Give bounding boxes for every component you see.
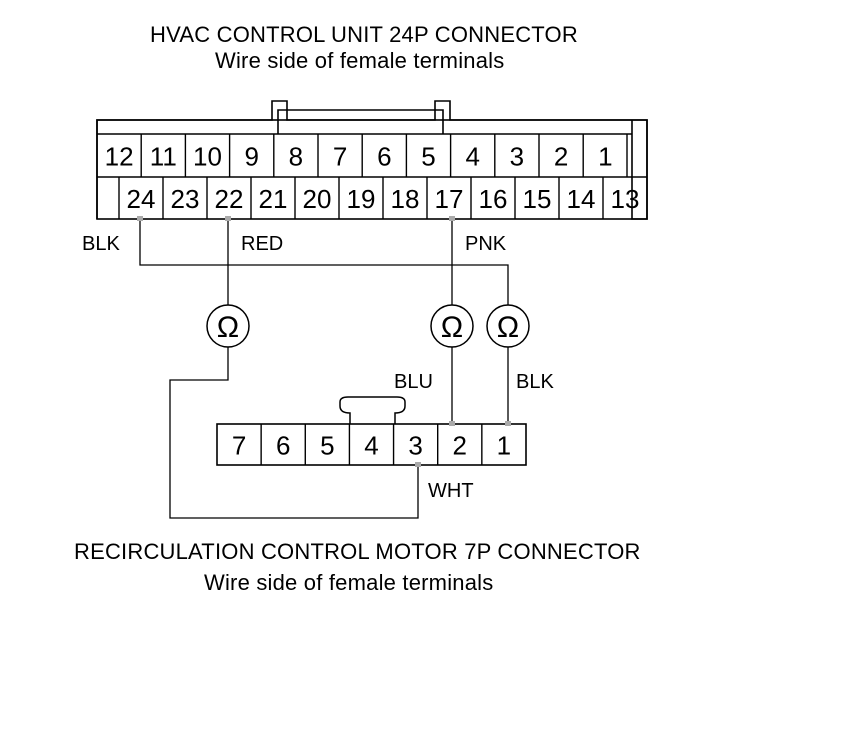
hvac-connector-title: HVAC CONTROL UNIT 24P CONNECTOR: [150, 22, 578, 47]
hvac-bottom-terminal-22: 22: [215, 184, 244, 214]
motor-terminal-7: 7: [232, 431, 246, 461]
hvac-top-terminal-7: 7: [333, 142, 347, 172]
contact-motor-1: [505, 421, 511, 426]
hvac-top-terminal-2: 2: [554, 142, 568, 172]
label-pnk-17: PNK: [465, 233, 507, 255]
hvac-bottom-terminal-18: 18: [391, 184, 420, 214]
ohm-symbol-2: Ω: [441, 311, 463, 344]
hvac-top-terminal-3: 3: [510, 142, 524, 172]
hvac-connector-frame: [96, 119, 648, 220]
contact-hvac-17: [449, 216, 455, 221]
ohmmeter-2: Ω: [430, 304, 474, 348]
label-blk-24: BLK: [82, 233, 120, 255]
contact-hvac-24: [137, 216, 143, 221]
hvac-top-terminal-11: 11: [150, 142, 177, 172]
label-wht-motor3: WHT: [428, 480, 474, 502]
hvac-bottom-terminal-13: 13: [611, 184, 640, 214]
hvac-bottom-terminal-19: 19: [347, 184, 376, 214]
hvac-connector-subtitle: Wire side of female terminals: [215, 48, 505, 73]
hvac-bottom-terminal-20: 20: [303, 184, 332, 214]
hvac-bottom-terminal-15: 15: [523, 184, 552, 214]
label-red-22: RED: [241, 233, 283, 255]
motor-terminal-6: 6: [276, 431, 290, 461]
label-blu-motor2: BLU: [394, 371, 433, 393]
motor-terminal-4: 4: [364, 431, 378, 461]
motor-connector-frame: [216, 423, 527, 466]
hvac-bottom-terminal-21: 21: [259, 184, 288, 214]
motor-terminal-2: 2: [453, 431, 467, 461]
ohm-symbol-1: Ω: [217, 311, 239, 344]
contact-hvac-22: [225, 216, 231, 221]
hvac-top-terminal-12: 12: [105, 142, 134, 172]
ohmmeter-1: Ω: [206, 304, 250, 348]
hvac-top-terminal-1: 1: [598, 142, 612, 172]
wire-red-meter-to-motor3: [169, 347, 419, 519]
hvac-bottom-terminal-17: 17: [435, 184, 464, 214]
ohm-symbol-3: Ω: [497, 311, 519, 344]
motor-terminal-5: 5: [320, 431, 334, 461]
contact-motor-3: [415, 462, 421, 467]
hvac-top-terminal-9: 9: [244, 142, 258, 172]
hvac-connector-latch: [277, 109, 444, 134]
wiring: [139, 219, 509, 519]
hvac-top-terminal-6: 6: [377, 142, 391, 172]
hvac-top-terminal-4: 4: [465, 142, 479, 172]
contact-motor-2: [449, 421, 455, 426]
terminal-contacts: [137, 216, 511, 467]
hvac-bottom-terminal-16: 16: [479, 184, 508, 214]
ohmmeter-3: Ω: [486, 304, 530, 348]
motor-connector-title: RECIRCULATION CONTROL MOTOR 7P CONNECTOR: [74, 539, 641, 564]
hvac-bottom-terminal-14: 14: [567, 184, 596, 214]
hvac-top-terminal-10: 10: [193, 142, 222, 172]
hvac-bottom-terminal-24: 24: [127, 184, 156, 214]
motor-terminal-3: 3: [408, 431, 422, 461]
wire-blk-24: [139, 219, 509, 305]
motor-terminal-1: 1: [497, 431, 511, 461]
motor-connector-subtitle: Wire side of female terminals: [204, 570, 494, 595]
label-blk-motor1: BLK: [516, 371, 554, 393]
motor-connector-latch: [339, 396, 406, 424]
hvac-top-terminal-5: 5: [421, 142, 435, 172]
hvac-bottom-terminal-23: 23: [171, 184, 200, 214]
hvac-top-terminal-8: 8: [289, 142, 303, 172]
